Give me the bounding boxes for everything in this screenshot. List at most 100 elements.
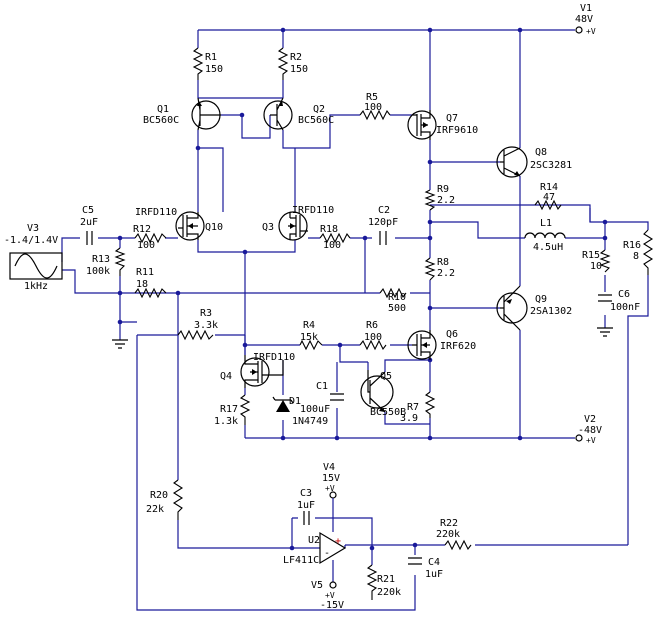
transistor-q9: Q9 2SA1302 [496,285,572,331]
capacitor-label: C5 [82,205,94,216]
capacitor-value: 100uF [300,404,330,415]
capacitor-label: C1 [316,381,328,392]
junction [334,435,340,441]
supply-value: -48V [578,425,602,436]
transistor-value: BC560C [298,115,334,126]
opamp-u2: + - U2 LF411C [283,531,347,566]
opamp-minus-sign: - [324,548,330,559]
transistor-value: BC560C [143,115,179,126]
junction [362,235,368,241]
supply-v2: V2 -48V +V [575,414,602,445]
resistor-value: 2.2 [437,268,455,279]
junction [195,145,201,151]
transistor-q6: Q6 IRF620 [407,329,476,360]
resistor-value: 100k [86,266,110,277]
supply-label: V1 [580,3,592,14]
transistor-value: IRF620 [440,341,476,352]
resistor-value: 22k [146,504,164,515]
capacitor-label: C4 [428,557,440,568]
resistor-r5: R5 100 [359,92,391,121]
junction [289,545,295,551]
resistor-r2: R2 150 [277,47,308,80]
junction [117,235,123,241]
resistor-label: R4 [303,320,315,331]
junction [175,290,181,296]
resistor-value: 1.3k [214,416,238,427]
resistor-r21: R21 220k [366,564,401,600]
resistor-r8: R8 2.2 [424,257,455,281]
resistor-r13: R13 100k [86,247,126,277]
capacitor-value: 1uF [425,569,443,580]
supply-value: 15V [322,473,340,484]
resistor-label: R15 [582,250,600,261]
junction [280,27,286,33]
resistor-value: 18 [136,279,148,290]
resistor-value: 100 [364,332,382,343]
resistor-label: R18 [320,224,338,235]
inductor-label: L1 [540,218,552,229]
transistor-q5: Q5 BC550B [360,370,406,418]
transistor-label: Q8 [535,147,547,158]
inductor-l1: L1 4.5uH [524,218,566,253]
junction [427,159,433,165]
resistor-value: 8 [633,251,639,262]
capacitor-value: 120pF [368,217,398,228]
resistor-value: 100 [323,240,341,251]
resistor-label: R7 [407,402,419,413]
junction [337,342,343,348]
source-label: V3 [27,223,39,234]
resistor-value: 100 [137,240,155,251]
junction [242,342,248,348]
supply-label: V5 [311,580,323,591]
resistor-label: R5 [366,92,378,103]
resistor-label: R12 [133,224,151,235]
supply-value: 48V [575,14,593,25]
opamp-label: U2 [308,535,320,546]
resistor-value: 15k [300,332,318,343]
transistor-q3: IRFD110 Q3 [262,205,334,241]
resistor-label: R21 [377,574,395,585]
transistor-q4: IRFD110 Q4 [220,352,295,388]
resistor-label: R20 [150,490,168,501]
resistor-label: R17 [220,404,238,415]
resistor-value: 3.9 [400,413,418,424]
junction [517,435,523,441]
supply-pin: +V [586,27,596,36]
junction [427,435,433,441]
source-frequency: 1kHz [24,281,48,292]
supply-pin: +V [325,484,335,493]
capacitor-c3: C3 1uF [297,488,315,525]
opamp-value: LF411C [283,555,319,566]
junction [280,435,286,441]
capacitor-label: C6 [618,289,630,300]
junction [427,219,433,225]
capacitor-c4: C4 1uF [408,557,443,580]
resistor-r17: R17 1.3k [214,394,251,427]
resistor-value: 150 [290,64,308,75]
transistor-value: IRFD110 [135,207,177,218]
transistor-q2: Q2 BC560C [263,97,334,131]
junction [412,542,418,548]
transistor-value: IRFD110 [292,205,334,216]
resistor-label: R22 [440,518,458,529]
ground-symbol [597,327,613,337]
ground-symbol [112,339,128,349]
junction [602,235,608,241]
signal-source-v3: V3 -1.4/1.4V 1kHz [4,223,63,292]
supply-v4: V4 15V +V [322,462,340,510]
transistor-value: 2SC3281 [530,160,572,171]
resistor-r6: R6 100 [359,320,387,351]
capacitor-c5: C5 2uF [80,205,98,245]
resistor-label: R1 [205,52,217,63]
resistor-r4: R4 15k [299,320,323,351]
resistor-r9: R9 2.2 [424,184,455,211]
capacitor-value: 100nF [610,302,640,313]
resistor-value: 3.3k [194,320,218,331]
resistor-label: R14 [540,182,558,193]
resistor-value: 220k [377,587,401,598]
transistor-value: BC550B [370,407,406,418]
source-value: -1.4/1.4V [4,235,58,246]
resistor-r15: R15 10 [582,249,611,273]
resistor-value: 2.2 [437,195,455,206]
